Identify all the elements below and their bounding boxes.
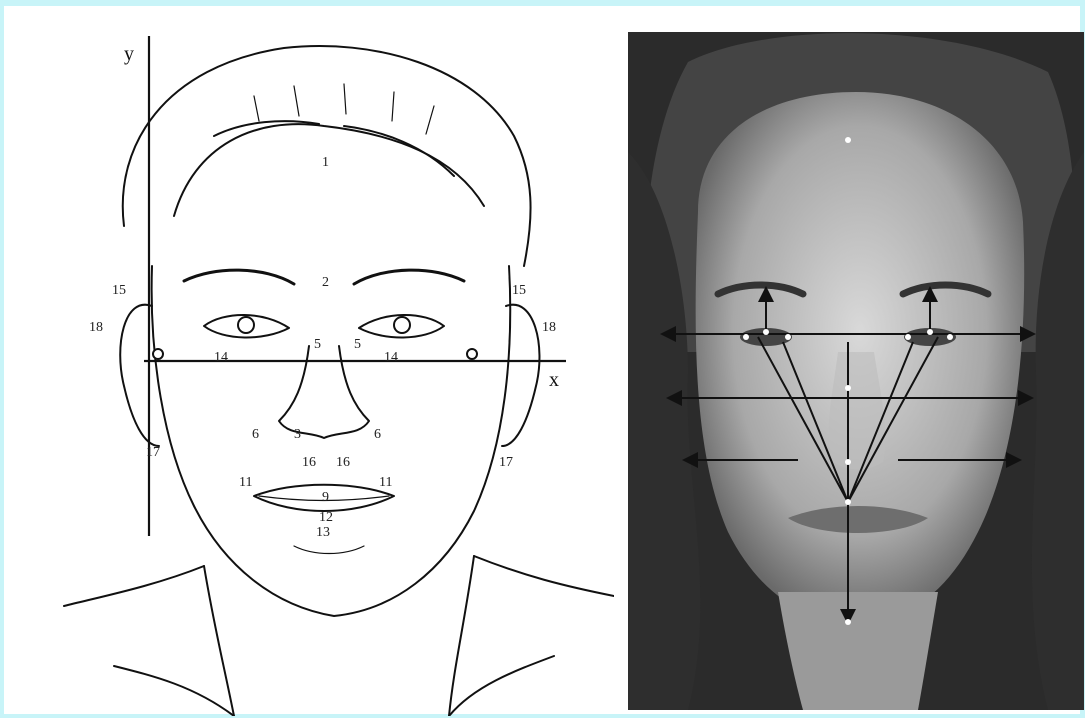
figure-frame: y x 1 2 15 15 18 18 17 17 14 14 11 11 12… [4, 6, 1080, 714]
collar [64, 556, 614, 606]
face-photo [628, 32, 1084, 710]
landmark-label: 5 [314, 337, 321, 352]
landmark-label: 6 [374, 427, 381, 442]
face-sketch: y x 1 2 15 15 18 18 17 17 14 14 11 11 12… [54, 26, 614, 716]
landmark-label: 3 [294, 427, 301, 442]
landmark-label: 18 [89, 320, 103, 335]
hair-inner [174, 124, 484, 216]
left-eye [204, 315, 289, 338]
x-axis-label: x [549, 369, 559, 391]
landmark-label: 16 [336, 455, 350, 470]
landmark-label: 11 [239, 475, 252, 490]
neck [204, 556, 474, 716]
landmark-label: 15 [112, 283, 126, 298]
left-tragus-point [153, 349, 163, 359]
landmark-label: 15 [512, 283, 526, 298]
y-axis-label: y [124, 43, 134, 65]
landmark-label: 17 [499, 455, 513, 470]
right-eye [359, 315, 444, 338]
landmark-label: 18 [542, 320, 556, 335]
landmark-label: 14 [384, 350, 398, 365]
landmark-label: 12 [319, 510, 333, 525]
face-contour [152, 266, 511, 616]
right-tragus-point [467, 349, 477, 359]
nose [279, 346, 369, 438]
landmark-label: 9 [322, 490, 329, 505]
landmark-label: 16 [302, 455, 316, 470]
left-eyebrow [184, 270, 294, 284]
landmark-label: 2 [322, 275, 329, 290]
landmark-label: 13 [316, 525, 330, 540]
landmark-label: 17 [146, 445, 160, 460]
landmark-label: 11 [379, 475, 392, 490]
landmark-label: 14 [214, 350, 228, 365]
landmark-label: 1 [322, 155, 329, 170]
face-sketch-panel: y x 1 2 15 15 18 18 17 17 14 14 11 11 12… [54, 26, 614, 716]
landmark-label: 5 [354, 337, 361, 352]
right-eyebrow [354, 270, 464, 284]
face-photo-panel [628, 32, 1084, 710]
landmark-label: 6 [252, 427, 259, 442]
